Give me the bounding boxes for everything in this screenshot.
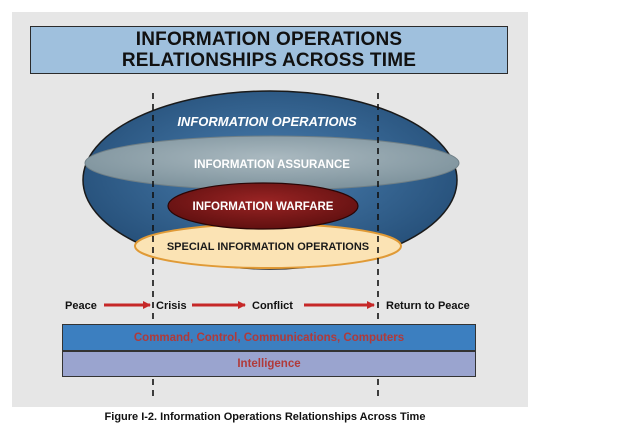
phase-conflict: Conflict bbox=[252, 300, 293, 312]
phase-return-to-peace: Return to Peace bbox=[386, 300, 470, 312]
title-line-1: INFORMATION OPERATIONS bbox=[135, 29, 403, 50]
information-assurance-label: INFORMATION ASSURANCE bbox=[194, 159, 350, 171]
figure-caption: Figure I-2. Information Operations Relat… bbox=[104, 411, 426, 423]
intelligence-bar: Intelligence bbox=[62, 351, 476, 377]
phase-peace: Peace bbox=[65, 300, 97, 312]
information-warfare-ellipse bbox=[167, 182, 359, 230]
command-control-bar: Command, Control, Communications, Comput… bbox=[62, 324, 476, 351]
information-warfare-label: INFORMATION WARFARE bbox=[193, 201, 334, 213]
phase-crisis: Crisis bbox=[156, 300, 187, 312]
title-line-2: RELATIONSHIPS ACROSS TIME bbox=[121, 50, 417, 71]
title-box: INFORMATION OPERATIONS RELATIONSHIPS ACR… bbox=[30, 26, 508, 74]
special-information-operations-label: SPECIAL INFORMATION OPERATIONS bbox=[167, 241, 369, 253]
information-operations-label: INFORMATION OPERATIONS bbox=[177, 114, 357, 129]
